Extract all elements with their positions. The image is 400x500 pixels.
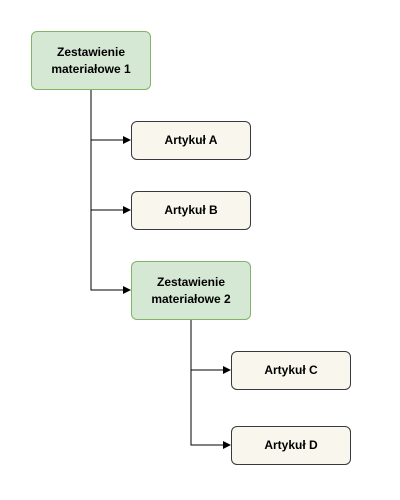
node-bom-2[interactable]: Zestawienie materiałowe 2 [131, 261, 251, 320]
node-item-d[interactable]: Artykuł D [231, 426, 351, 465]
node-bom-1[interactable]: Zestawienie materiałowe 1 [31, 31, 151, 90]
edge-bom2-to-item-d [190, 320, 231, 449]
node-item-b[interactable]: Artykuł B [131, 191, 251, 230]
edge-bom1-to-item-b [90, 90, 131, 214]
edge-bom2-to-item-c [190, 320, 231, 374]
edge-bom1-to-bom2 [90, 90, 131, 294]
node-item-c[interactable]: Artykuł C [231, 351, 351, 390]
node-item-a[interactable]: Artykuł A [131, 121, 251, 160]
edge-bom1-to-item-a [90, 90, 131, 144]
